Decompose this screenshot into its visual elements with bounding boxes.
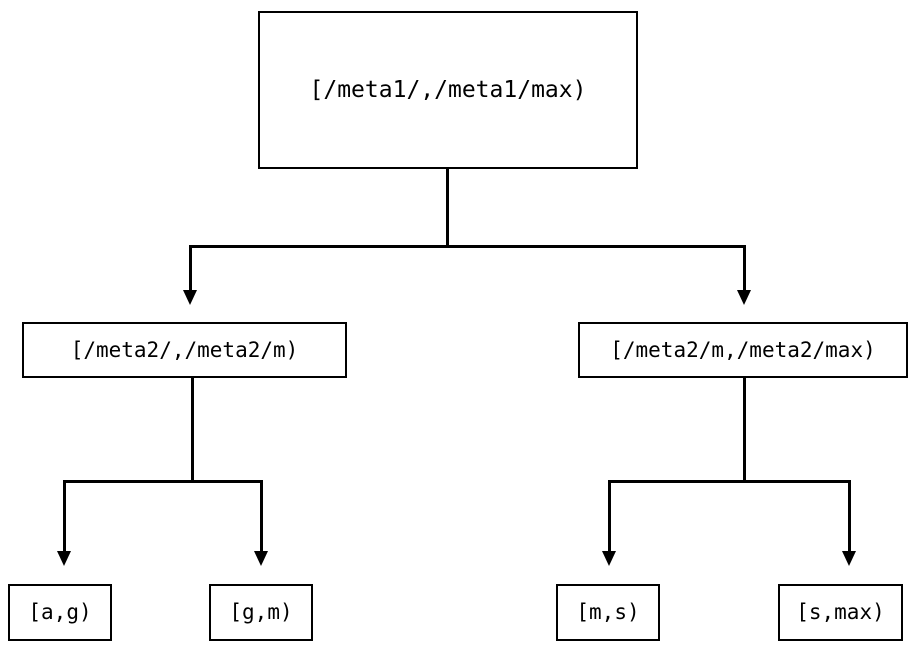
edge-mid-left-stem	[191, 378, 194, 482]
arrowhead-mid-left-to-leaf-2	[254, 551, 268, 566]
edge-mid-left-horizontal-bar	[63, 480, 263, 483]
tree-node-leaf-3: [m,s)	[556, 584, 660, 641]
arrowhead-mid-right-to-leaf-3	[602, 551, 616, 566]
edge-mid-right-horizontal-bar	[608, 480, 851, 483]
edge-mid-left-to-leaf-2-drop	[260, 480, 263, 552]
tree-node-mid-left-label: [/meta2/,/meta2/m)	[70, 337, 299, 362]
arrowhead-root-to-mid-left	[183, 290, 197, 305]
tree-node-leaf-4: [s,max)	[778, 584, 903, 641]
edge-root-stem	[446, 169, 449, 247]
edge-root-to-mid-right-drop	[743, 245, 746, 291]
tree-node-mid-right: [/meta2/m,/meta2/max)	[578, 322, 908, 378]
tree-node-mid-left: [/meta2/,/meta2/m)	[22, 322, 347, 378]
edge-root-to-mid-left-drop	[189, 245, 192, 291]
arrowhead-root-to-mid-right	[737, 290, 751, 305]
tree-node-leaf-1: [a,g)	[8, 584, 112, 641]
tree-node-mid-right-label: [/meta2/m,/meta2/max)	[610, 337, 876, 362]
tree-node-root: [/meta1/,/meta1/max)	[258, 11, 638, 169]
edge-mid-right-to-leaf-3-drop	[608, 480, 611, 552]
edge-mid-right-stem	[743, 378, 746, 482]
tree-node-leaf-2: [g,m)	[209, 584, 313, 641]
tree-node-leaf-1-label: [a,g)	[28, 600, 92, 624]
arrowhead-mid-left-to-leaf-1	[57, 551, 71, 566]
edge-root-horizontal-bar	[189, 245, 746, 248]
tree-node-leaf-2-label: [g,m)	[229, 600, 293, 624]
tree-node-leaf-3-label: [m,s)	[576, 600, 640, 624]
edge-mid-right-to-leaf-4-drop	[848, 480, 851, 552]
edge-mid-left-to-leaf-1-drop	[63, 480, 66, 552]
tree-node-leaf-4-label: [s,max)	[796, 600, 885, 624]
tree-node-root-label: [/meta1/,/meta1/max)	[309, 76, 587, 103]
arrowhead-mid-right-to-leaf-4	[842, 551, 856, 566]
